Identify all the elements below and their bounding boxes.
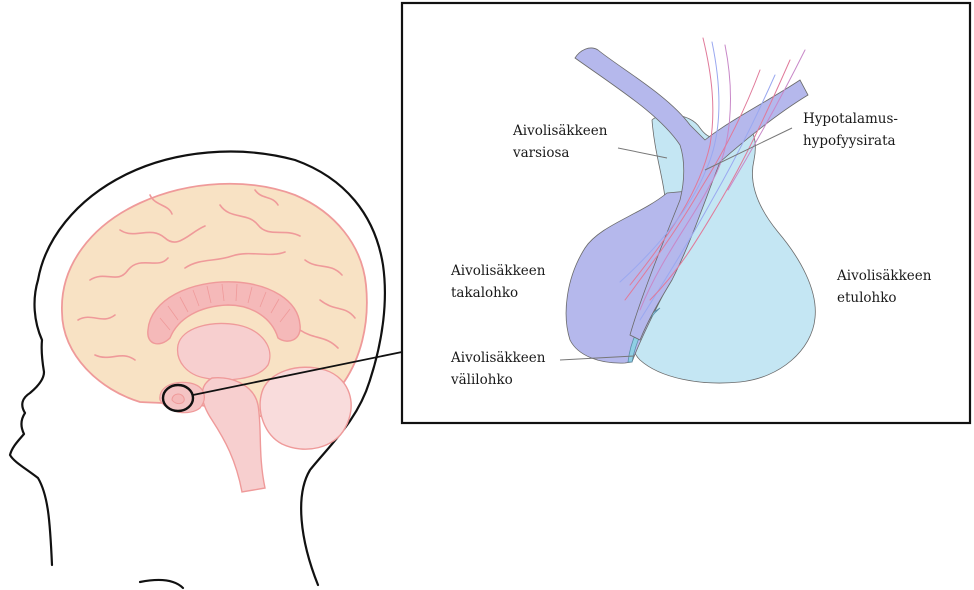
pituitary-small-icon xyxy=(172,394,184,404)
cerebellum xyxy=(260,367,351,449)
thalamus xyxy=(178,324,270,380)
neck-line xyxy=(140,580,183,588)
